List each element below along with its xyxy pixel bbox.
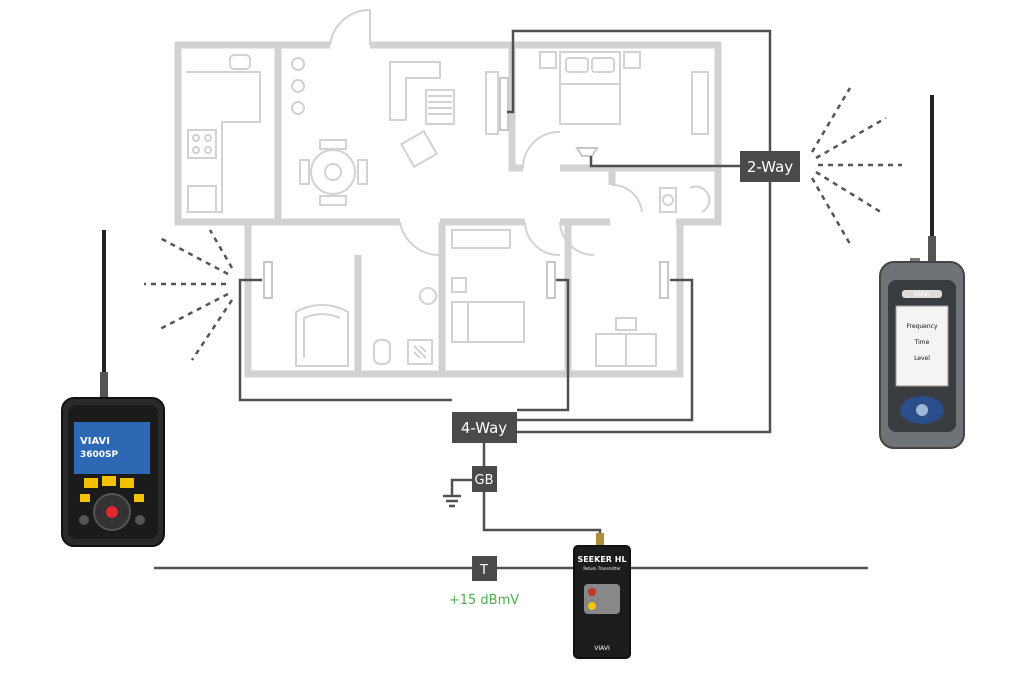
tap-label: T bbox=[479, 563, 488, 578]
right-meter-screen-1: Time bbox=[914, 339, 930, 346]
signal-lines-left bbox=[144, 229, 234, 361]
right-signal-meter: Frequency Time Level VIAVI bbox=[879, 95, 965, 449]
left-meter-brand: VIAVI bbox=[80, 436, 110, 447]
two-way-label: 2-Way bbox=[747, 158, 793, 176]
floor-plan-thin bbox=[186, 8, 711, 367]
right-meter-brand: VIAVI bbox=[914, 291, 930, 298]
transmitter-subtitle: Return Transmitter bbox=[583, 566, 621, 571]
transmitter-name: SEEKER HL bbox=[577, 555, 626, 564]
left-signal-meter: VIAVI 3600SP bbox=[61, 230, 165, 547]
right-meter-screen-2: Level bbox=[914, 355, 930, 362]
ground-block: GB bbox=[472, 466, 497, 492]
transmitter-brand: VIAVI bbox=[594, 645, 610, 652]
coax-cables bbox=[154, 29, 868, 570]
right-meter-screen-0: Frequency bbox=[907, 323, 938, 330]
tap: T bbox=[472, 556, 497, 581]
wall-outlets bbox=[263, 77, 669, 299]
seeker-transmitter: SEEKER HL Return Transmitter VIAVI bbox=[573, 533, 631, 659]
signal-lines-right bbox=[810, 87, 902, 245]
left-meter-model: 3600SP bbox=[80, 450, 119, 460]
four-way-label: 4-Way bbox=[461, 419, 507, 437]
ground-block-label: GB bbox=[475, 473, 494, 488]
two-way-splitter: 2-Way bbox=[740, 151, 800, 182]
four-way-splitter: 4-Way bbox=[452, 412, 517, 443]
tap-level-label: +15 dBmV bbox=[449, 593, 519, 608]
